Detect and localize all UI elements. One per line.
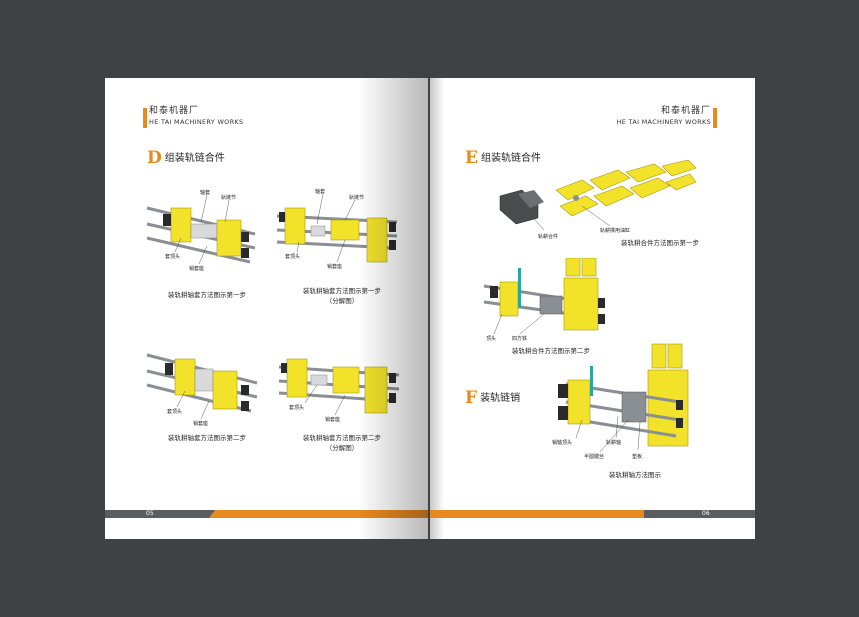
label-chain-pin: 轨耕轴: [606, 439, 621, 446]
section-title: 装轨链销: [480, 393, 521, 404]
brand-accent-bar: [143, 108, 147, 128]
page-number-right: 06: [702, 510, 710, 517]
section-title: 组装轨链合件: [164, 153, 225, 164]
brand-block: 和泰机器厂 HE TAI MACHINERY WORKS: [149, 106, 243, 128]
figure-d-step2-exploded: 套顶头 销套座: [278, 358, 400, 423]
figure-e-step2: 顶头 四方铁: [483, 258, 605, 342]
label-square-iron: 四方铁: [512, 335, 527, 342]
label-sleeve-top: 套顶头: [285, 253, 300, 260]
caption-line: 装轨耕轴方法图示: [609, 471, 661, 479]
label-pin-top-head: 销轴顶头: [552, 439, 572, 446]
caption-f-pin: 装轨耕轴方法图示: [580, 470, 690, 480]
figure-d-step2: 套顶头 销套座: [146, 353, 258, 427]
label-half-key: 半圆键丝: [584, 453, 604, 460]
spine-shadow: [430, 78, 444, 539]
label-top-head: 顶头: [486, 335, 496, 342]
label-chain-link: 轨链节: [349, 194, 364, 201]
spine-shadow: [358, 78, 428, 539]
label-chain-link: 轨链节: [221, 194, 236, 201]
label-pin-seat: 销套座: [327, 263, 342, 270]
section-letter: F: [465, 388, 478, 408]
brand-name-en: HE TAI MACHINERY WORKS: [616, 118, 711, 126]
section-letter: D: [147, 148, 162, 168]
label-sleeve-top: 套顶头: [165, 253, 180, 260]
section-title: 组装轨链合件: [480, 153, 541, 164]
caption-line: 装轨耕轴套方法图示第一步: [303, 287, 381, 295]
label-sleeve-top: 套顶头: [167, 408, 182, 415]
caption-e-step2: 装轨耕合件方法图示第二步: [492, 346, 610, 356]
right-footer-bar: 06: [430, 510, 755, 518]
brand-block: 和泰机器厂 HE TAI MACHINERY WORKS: [617, 106, 711, 128]
figure-d-step1: 轴套 轨链节 套顶头 销套座: [146, 189, 256, 272]
figure-f-pin: 销轴顶头 轨耕轴 半圆键丝 垫板: [552, 343, 689, 460]
brand-name-en: HE TAI MACHINERY WORKS: [149, 118, 244, 126]
left-footer-bar: 05: [105, 510, 428, 518]
caption-line: （分解图）: [325, 297, 359, 305]
caption-line: 装轨耕合件方法图示第一步: [621, 239, 699, 247]
caption-d-step2: 装轨耕轴套方法图示第二步: [147, 433, 267, 443]
caption-line: 装轨耕合件方法图示第二步: [512, 347, 590, 355]
caption-line: 装轨耕轴套方法图示第二步: [303, 434, 381, 442]
label-shaft-sleeve: 轴套: [315, 188, 325, 195]
caption-d-step2-exploded: 装轨耕轴套方法图示第二步 （分解图）: [281, 433, 403, 453]
label-pin-seat: 销套座: [193, 420, 208, 427]
caption-d-step1: 装轨耕轴套方法图示第一步: [147, 290, 267, 300]
figure-d-step1-exploded: 轴套 轨链节 套顶头 销套座: [276, 188, 398, 270]
figure-e-step1: 轨耕合件 轨耕撑用油缸: [499, 160, 697, 240]
caption-d-step1-exploded: 装轨耕轴套方法图示第一步 （分解图）: [281, 286, 403, 306]
section-letter: E: [465, 148, 478, 168]
label-shaft-sleeve: 轴套: [200, 189, 210, 196]
caption-line: 装轨耕轴套方法图示第二步: [168, 434, 246, 442]
label-chain-assembly: 轨耕合件: [538, 233, 558, 240]
brand-name-cn: 和泰机器厂: [660, 106, 711, 116]
caption-line: （分解图）: [325, 444, 359, 452]
label-pin-seat: 销套座: [325, 416, 340, 423]
brand-name-cn: 和泰机器厂: [149, 106, 200, 116]
caption-line: 装轨耕轴套方法图示第一步: [168, 291, 246, 299]
label-sleeve-top: 套顶头: [289, 404, 304, 411]
caption-e-step1: 装轨耕合件方法图示第一步: [600, 238, 720, 248]
page-number-left: 05: [146, 510, 154, 517]
label-pad-plate: 垫板: [632, 453, 642, 460]
label-chain-cylinder: 轨耕撑用油缸: [600, 227, 630, 234]
brand-accent-bar: [713, 108, 717, 128]
label-pin-seat: 销套座: [189, 265, 204, 272]
